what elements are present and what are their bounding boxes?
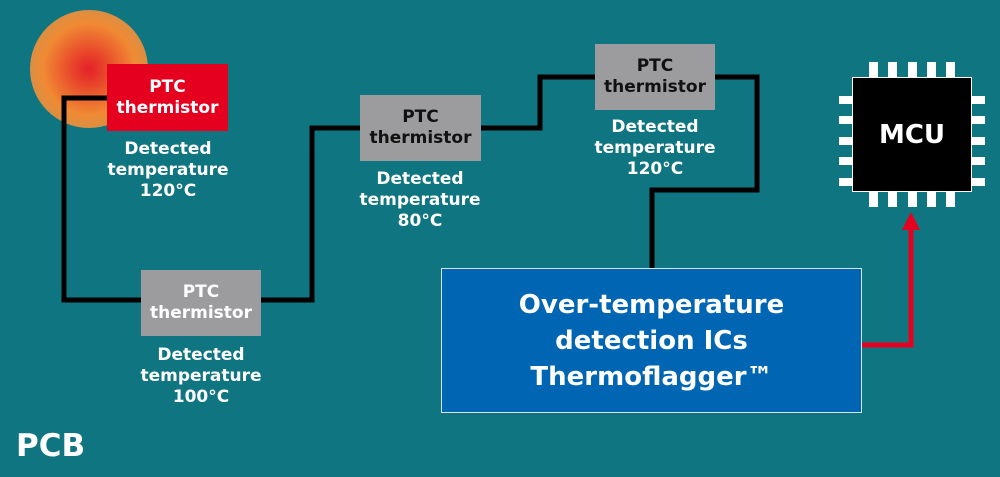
reading-label: temperature xyxy=(359,190,481,210)
thermistor-label: thermistor xyxy=(604,77,706,97)
thermistor-2-reading: Detected temperature 100°C xyxy=(121,345,281,408)
thermistor-1-hot: PTC thermistor xyxy=(107,64,228,131)
reading-label: Detected xyxy=(376,169,464,189)
ic-label: Thermoflagger™ xyxy=(530,361,773,392)
reading-label: temperature xyxy=(594,138,716,158)
reading-label: Detected xyxy=(124,139,212,159)
thermistor-chain-wire xyxy=(261,125,360,303)
reading-label: Detected xyxy=(611,117,699,137)
thermistor-label: thermistor xyxy=(116,97,219,118)
thermistor-label: PTC xyxy=(636,56,674,76)
arrow-head-icon xyxy=(902,212,920,230)
thermistor-label: thermistor xyxy=(369,128,472,148)
mcu: MCU xyxy=(852,77,972,192)
temperature-value: 120°C xyxy=(139,181,197,201)
signal-wire xyxy=(862,228,914,348)
thermistor-4: PTC thermistor xyxy=(595,44,715,110)
reading-label: temperature xyxy=(107,160,229,180)
thermistor-chain-wire xyxy=(481,74,595,131)
reading-label: temperature xyxy=(140,366,262,386)
temperature-value: 120°C xyxy=(626,159,684,179)
thermistor-label: PTC xyxy=(182,282,220,302)
temperature-value: 100°C xyxy=(172,387,230,407)
ic-label: Over-temperature xyxy=(518,289,785,320)
reading-label: Detected xyxy=(157,345,245,365)
thermistor-3: PTC thermistor xyxy=(360,95,481,161)
thermistor-label: thermistor xyxy=(150,303,252,323)
ic-input-wire xyxy=(649,74,760,268)
thermistor-label: PTC xyxy=(149,76,186,97)
pcb-label: PCB xyxy=(16,428,86,464)
over-temperature-ic: Over-temperature detection ICs Thermofla… xyxy=(441,268,862,413)
ic-label: detection ICs xyxy=(555,325,748,356)
thermistor-chain-wire xyxy=(61,95,141,303)
temperature-value: 80°C xyxy=(397,211,443,231)
thermistor-3-reading: Detected temperature 80°C xyxy=(340,169,500,232)
thermistor-4-reading: Detected temperature 120°C xyxy=(575,117,735,180)
thermistor-2: PTC thermistor xyxy=(141,270,261,336)
thermistor-label: PTC xyxy=(402,107,439,127)
mcu-label: MCU xyxy=(878,119,946,150)
thermistor-1-reading: Detected temperature 120°C xyxy=(88,139,248,202)
